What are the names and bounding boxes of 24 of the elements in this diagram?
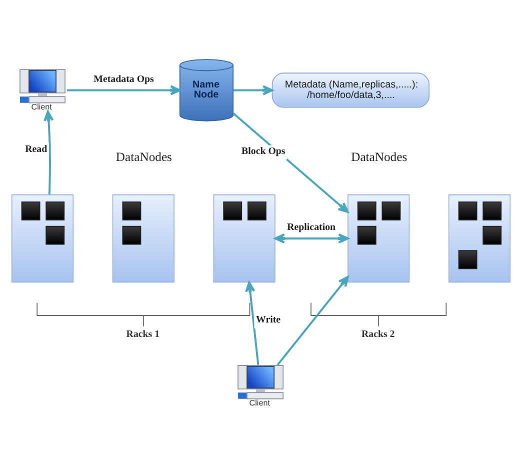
node-box — [112, 194, 174, 283]
arrow — [44, 110, 54, 195]
node-label: Client — [31, 102, 52, 112]
arrow — [245, 281, 260, 365]
label: Racks 1 — [126, 328, 160, 340]
arrow — [274, 233, 349, 244]
arrow — [276, 276, 349, 366]
arrow — [232, 112, 349, 213]
node-box — [11, 194, 74, 283]
edge-label: Read — [25, 144, 48, 156]
node-label: Client — [249, 398, 270, 408]
edge-label: Replication — [287, 222, 336, 234]
label: DataNodes — [351, 150, 408, 164]
label: Racks 2 — [361, 328, 395, 340]
edge-label: Metadata Ops — [94, 74, 154, 85]
arrow — [233, 85, 274, 96]
node-box — [213, 194, 276, 283]
node-box — [348, 194, 410, 283]
node-box: Metadata (Name,replicas,.....): /home/foo/data,3,.... — [272, 72, 430, 108]
edge-label: Block Ops — [242, 146, 286, 158]
node-box — [448, 194, 511, 283]
label: DataNodes — [116, 150, 172, 164]
edge-label: Write — [256, 314, 281, 326]
arrow — [67, 85, 181, 96]
